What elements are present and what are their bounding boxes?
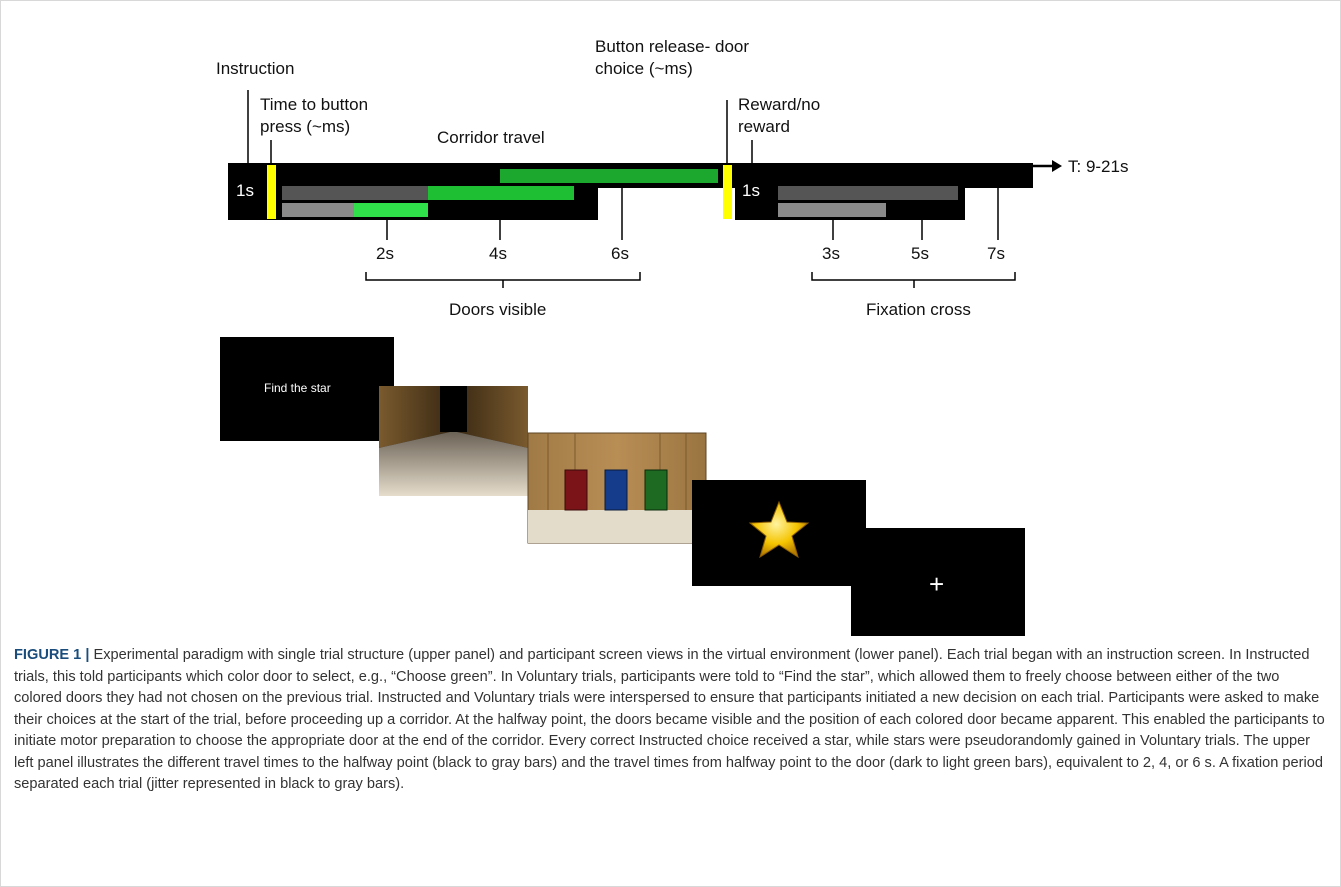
- red-door: [564, 469, 588, 511]
- label-reward-duration: 1s: [742, 181, 760, 200]
- fixation-cross-symbol: +: [929, 569, 944, 599]
- doors-visible-brace: [365, 272, 641, 288]
- label-release-1: Button release- door: [595, 37, 749, 56]
- label-instruction: Instruction: [216, 59, 294, 78]
- label-fixation-cross: Fixation cross: [866, 300, 971, 319]
- star-icon: [748, 500, 810, 559]
- timeline-reward-block: [735, 163, 775, 220]
- green-door: [644, 469, 668, 511]
- label-corridor-travel: Corridor travel: [437, 128, 545, 147]
- fixation-brace: [811, 272, 1016, 288]
- instruction-screen-text: Find the star: [264, 381, 331, 395]
- trial-timeline-diagram: Instruction Time to button press (~ms) C…: [216, 37, 1128, 636]
- timeline-arrowhead: [1052, 160, 1062, 172]
- halfway-bar-dark: [282, 186, 428, 200]
- tick-label-4s: 4s: [489, 244, 507, 263]
- label-release-2: choice (~ms): [595, 59, 693, 78]
- halfway-bar-light: [282, 203, 354, 217]
- label-reward-2: reward: [738, 117, 790, 136]
- doors-screen: [527, 432, 707, 544]
- caption-label: FIGURE 1 |: [14, 647, 90, 663]
- reward-screen: [692, 480, 866, 586]
- fixation-bar-dark: [778, 186, 958, 200]
- door-bar-long: [500, 169, 718, 183]
- door-bar-short: [354, 203, 428, 217]
- label-reward-1: Reward/no: [738, 95, 820, 114]
- blue-door: [604, 469, 628, 511]
- button-press-marker: [267, 165, 276, 219]
- door-bar-mid: [428, 186, 574, 200]
- tick-label-6s: 6s: [611, 244, 629, 263]
- caption-text: Experimental paradigm with single trial …: [14, 647, 1325, 792]
- timeline-left-block: [228, 163, 268, 220]
- button-release-marker: [723, 165, 732, 219]
- figure-caption: FIGURE 1 | Experimental paradigm with si…: [14, 645, 1330, 796]
- label-doors-visible: Doors visible: [449, 300, 546, 319]
- label-total-time: T: 9-21s: [1068, 157, 1128, 176]
- tick-label-5s: 5s: [911, 244, 929, 263]
- tick-label-7s: 7s: [987, 244, 1005, 263]
- corridor-screen: [379, 386, 528, 496]
- tick-label-3s: 3s: [822, 244, 840, 263]
- label-press-1: Time to button: [260, 95, 368, 114]
- label-press-2: press (~ms): [260, 117, 350, 136]
- tick-label-2s: 2s: [376, 244, 394, 263]
- fixation-bar-light: [778, 203, 886, 217]
- label-instr-duration: 1s: [236, 181, 254, 200]
- instruction-screen: Find the star: [220, 337, 394, 441]
- fixation-screen: +: [851, 528, 1025, 636]
